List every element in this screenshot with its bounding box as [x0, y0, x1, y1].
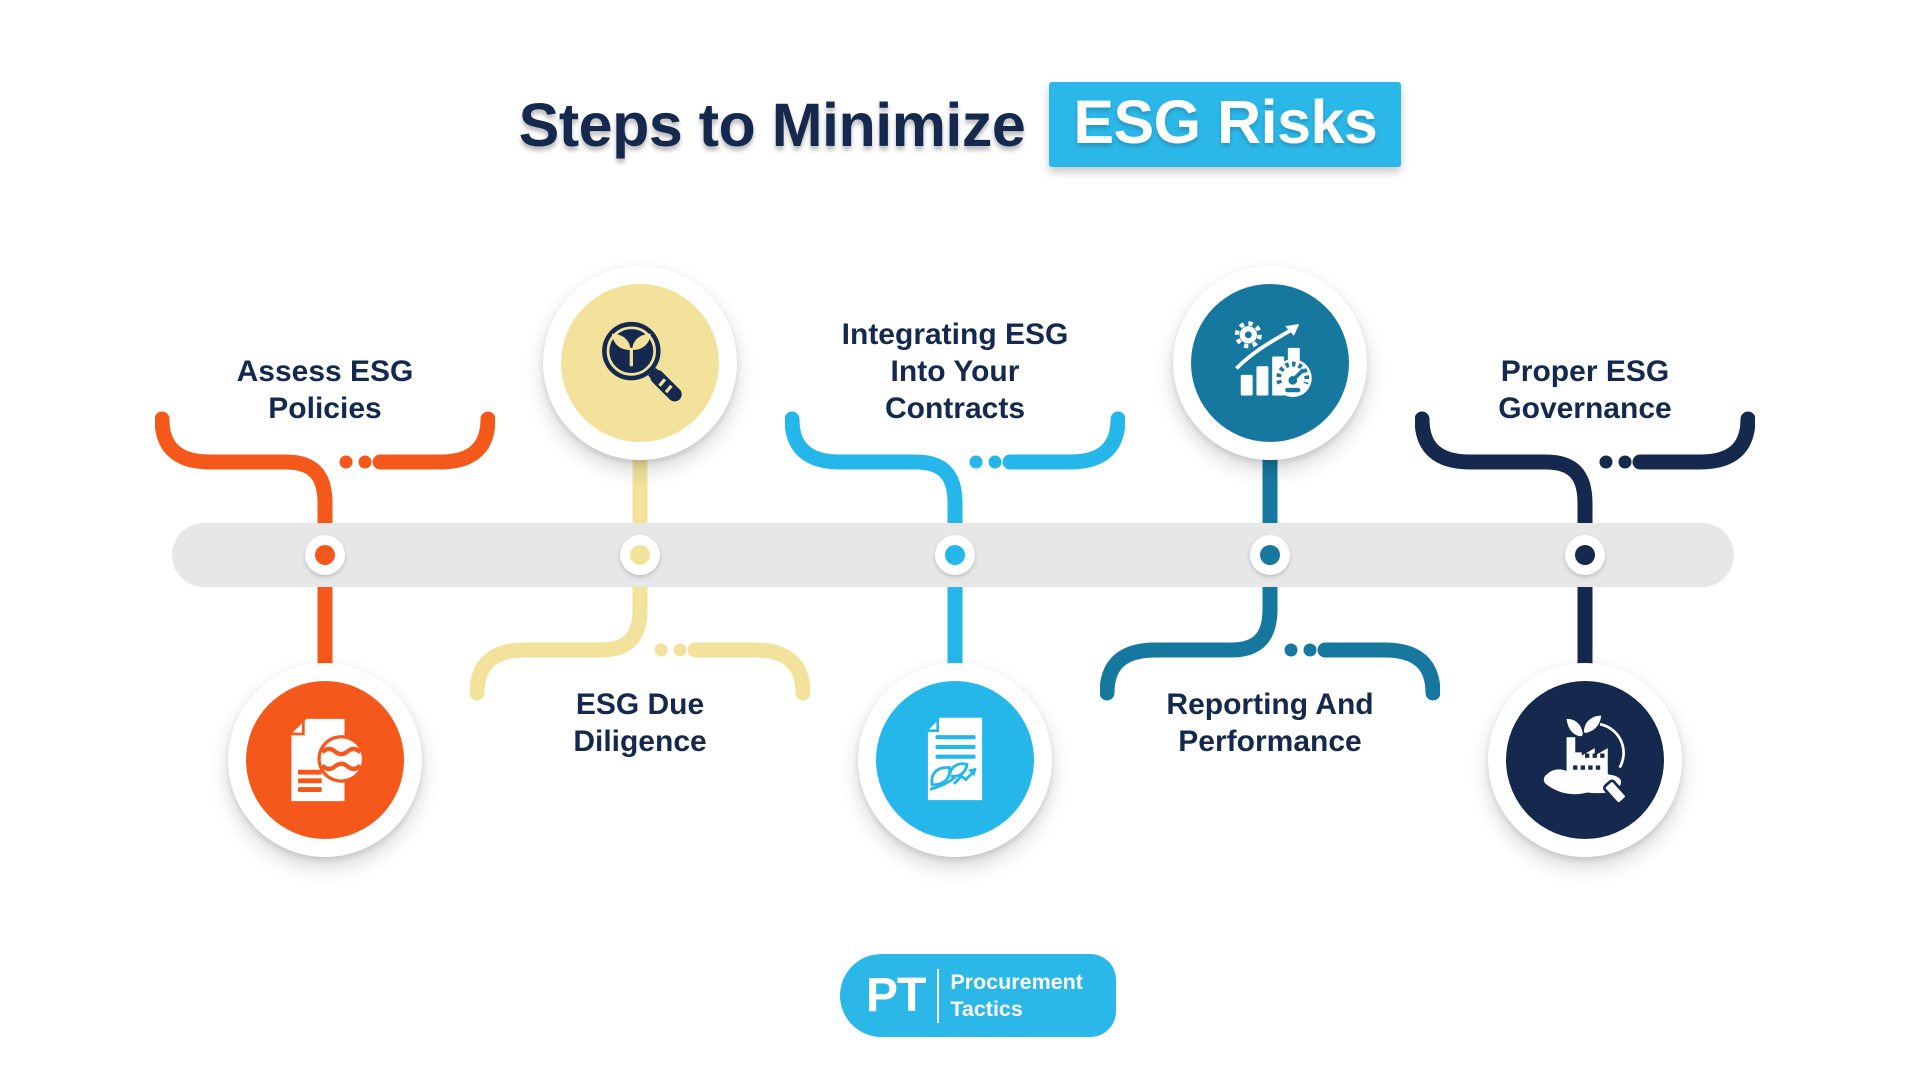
step-circle-1	[228, 663, 422, 857]
logo-text: Procurement Tactics	[950, 969, 1083, 1022]
contract-leaf-icon	[876, 681, 1034, 839]
logo-divider	[937, 968, 940, 1023]
label-line: Governance	[1498, 392, 1672, 425]
connector-step-5	[1415, 411, 1755, 760]
label-reporting-and-performance: Reporting And Performance	[1090, 686, 1450, 760]
procurement-tactics-logo: PT Procurement Tactics	[840, 954, 1116, 1037]
connector-step-3	[785, 411, 1125, 760]
performance-dashboard-icon	[1191, 284, 1349, 442]
label-line: Integrating ESG	[841, 318, 1069, 351]
label-line: Diligence	[573, 725, 707, 758]
page-title: Steps to Minimize ESG Risks	[0, 82, 1920, 167]
label-line: ESG Due	[575, 688, 705, 721]
connector-step-2	[470, 352, 810, 701]
timeline-node-dot	[1575, 545, 1595, 565]
title-text: Steps to Minimize	[518, 90, 1026, 159]
connector-step-4	[1100, 352, 1440, 701]
timeline-node-dot	[945, 545, 965, 565]
timeline-node-3	[935, 535, 975, 575]
label-line: Proper ESG	[1500, 355, 1670, 388]
label-line: Policies	[268, 392, 382, 425]
step-circle-2	[543, 266, 737, 460]
logo-monogram: PT	[866, 969, 926, 1022]
title-highlight: ESG Risks	[1049, 82, 1402, 167]
timeline-node-4	[1250, 535, 1290, 575]
step-circle-3	[858, 663, 1052, 857]
documents-globe-icon	[246, 681, 404, 839]
step-circle-5	[1488, 663, 1682, 857]
label-proper-esg-governance: Proper ESG Governance	[1405, 353, 1765, 427]
label-line: Into Your	[890, 355, 1020, 388]
label-integrating-esg-into-your-contracts: Integrating ESG Into Your Contracts	[775, 316, 1135, 427]
logo-text-line: Procurement	[950, 970, 1083, 994]
timeline-node-1	[305, 535, 345, 575]
magnifier-plant-icon	[561, 284, 719, 442]
logo-text-line: Tactics	[950, 996, 1023, 1021]
label-line: Reporting And	[1166, 688, 1374, 721]
sustainable-factory-hand-icon	[1506, 681, 1664, 839]
timeline-node-dot	[630, 545, 650, 565]
timeline-node-dot	[315, 545, 335, 565]
label-line: Contracts	[884, 392, 1026, 425]
connector-step-1	[155, 411, 495, 760]
step-circle-4	[1173, 266, 1367, 460]
label-line: Performance	[1178, 725, 1362, 758]
timeline-node-5	[1565, 535, 1605, 575]
label-esg-due-diligence: ESG Due Diligence	[460, 686, 820, 760]
timeline-node-dot	[1260, 545, 1280, 565]
label-assess-esg-policies: Assess ESG Policies	[145, 353, 505, 427]
timeline-node-2	[620, 535, 660, 575]
label-line: Assess ESG	[236, 355, 414, 388]
